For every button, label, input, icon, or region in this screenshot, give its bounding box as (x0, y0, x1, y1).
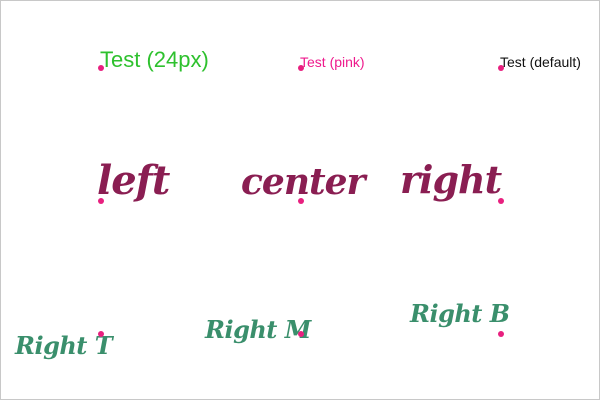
right-bottom-baseline-text: Right B (410, 299, 510, 328)
right-middle-baseline-text: Right M (205, 315, 311, 344)
test-pink-text: Test (pink) (300, 54, 365, 70)
anchor-dot (498, 65, 504, 71)
anchor-dot (298, 331, 304, 337)
anchor-dot (98, 198, 104, 204)
anchor-dot (298, 65, 304, 71)
right-aligned-text: right (400, 157, 502, 202)
anchor-dot (98, 331, 104, 337)
anchor-dot (298, 198, 304, 204)
left-aligned-text: left (97, 157, 170, 204)
anchor-dot (498, 198, 504, 204)
center-aligned-text: center (241, 161, 365, 203)
anchor-dot (498, 331, 504, 337)
test-default-text: Test (default) (500, 54, 581, 70)
test-24px-text: Test (24px) (100, 47, 209, 72)
anchor-dot (98, 65, 104, 71)
right-top-baseline-text: Right T (15, 331, 113, 360)
